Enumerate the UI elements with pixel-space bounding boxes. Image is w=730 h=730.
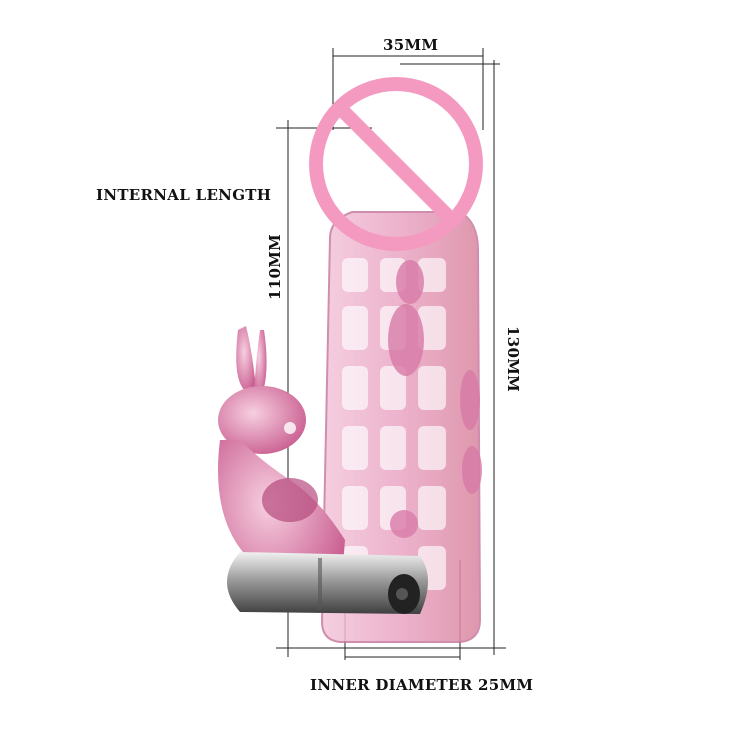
internal-length-value: 110MM bbox=[266, 233, 284, 300]
prohibited-sign-icon bbox=[309, 77, 483, 251]
top-width-label: 35MM bbox=[383, 36, 439, 54]
bullet-vibrator-icon bbox=[227, 552, 428, 614]
inner-diameter-label: INNER DIAMETER 25MM bbox=[310, 676, 534, 694]
total-length-value: 130MM bbox=[504, 326, 522, 393]
sleeve-nubs bbox=[388, 260, 482, 538]
internal-length-label: INTERNAL LENGTH bbox=[96, 186, 272, 204]
